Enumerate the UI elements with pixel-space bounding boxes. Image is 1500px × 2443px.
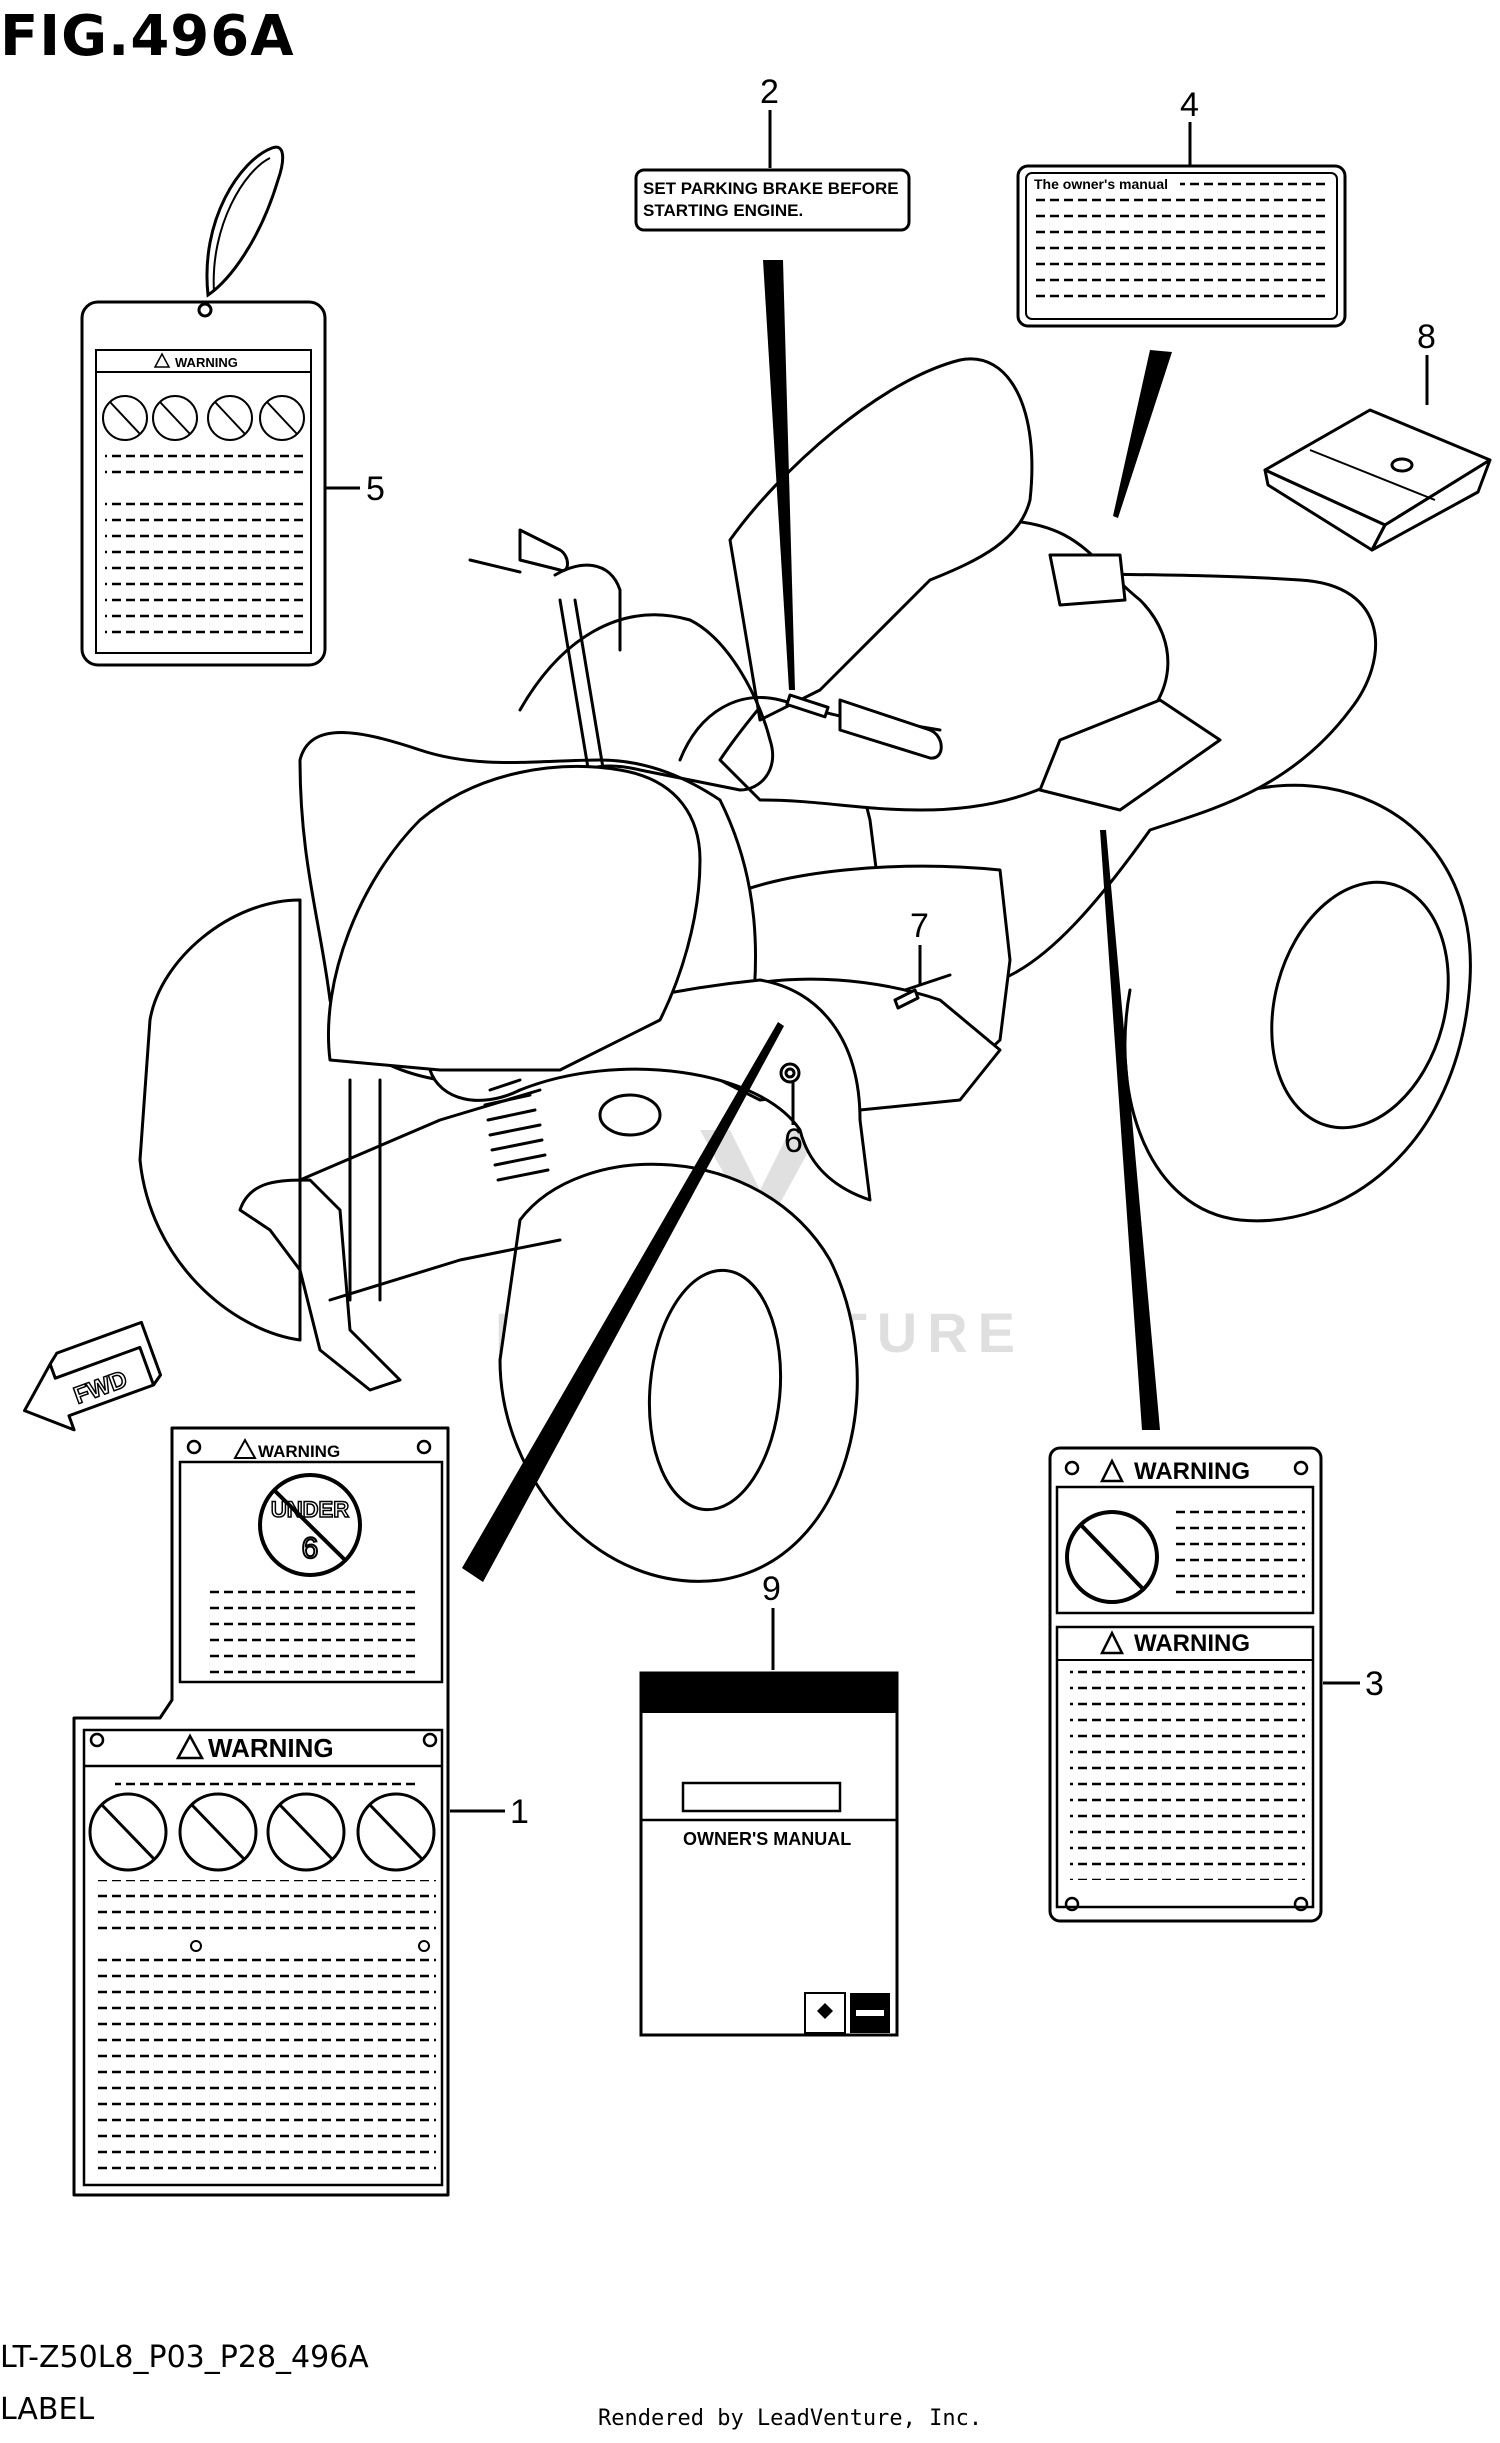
front-shock: [483, 1078, 550, 1182]
parking-brake-line2: STARTING ENGINE.: [643, 201, 803, 220]
parking-brake-label: SET PARKING BRAKE BEFORE STARTING ENGINE…: [634, 168, 911, 232]
front-cowl: [326, 765, 702, 1072]
callout-6: 6: [784, 1122, 803, 1160]
fig-title: FIG.496A: [0, 4, 295, 69]
manual-label: The owner's manual: [1016, 164, 1347, 328]
front-guard: [238, 1178, 402, 1392]
callout-numbers: 1 2 3 4 5 6 7 8 9: [366, 73, 1436, 1831]
callout-8: 8: [1417, 318, 1436, 356]
callout-9: 9: [762, 1570, 781, 1608]
hang-tag: WARNING: [80, 145, 327, 667]
main-warning: WARNING: [208, 1733, 334, 1763]
callout-7: 7: [910, 907, 929, 945]
left-grip: [518, 528, 569, 573]
fender-label-location: [1038, 698, 1222, 812]
rendered-by: Rendered by LeadVenture, Inc.: [598, 2406, 983, 2431]
leader-2: [763, 260, 795, 690]
owners-manual: OWNER'S MANUAL: [639, 1671, 899, 2037]
parking-brake-line1: SET PARKING BRAKE BEFORE: [643, 179, 899, 198]
handlebar: [518, 613, 775, 792]
warning-label-side: WARNING WARNING: [1048, 1446, 1323, 1923]
callout-2: 2: [760, 73, 779, 111]
figure-code: LT-Z50L8_P03_P28_496A: [0, 2340, 369, 2375]
fwd-arrow: FWD: [23, 1320, 163, 1432]
callout-4: 4: [1180, 86, 1199, 124]
leader-lines: [462, 260, 1172, 1582]
leader-1: [462, 1022, 784, 1582]
front-left-wheel: [138, 898, 302, 1342]
right-grip: [838, 698, 943, 760]
seat-label-location: [1048, 553, 1127, 607]
main-top-warning: WARNING: [258, 1442, 340, 1461]
pin-part: [903, 973, 952, 992]
hang-tag-warning: WARNING: [175, 355, 238, 370]
manual-case: [1263, 408, 1492, 552]
leader-3: [1100, 830, 1160, 1430]
leader-4: [1113, 350, 1172, 518]
callout-3: 3: [1365, 1665, 1384, 1703]
under-age: 6: [302, 1532, 319, 1565]
warning-label-main: WARNING UNDER 6 WARNING: [72, 1426, 450, 2197]
atv-illustration: [138, 357, 1472, 1583]
side-warning: WARNING: [1134, 1630, 1250, 1657]
side-top-warning: WARNING: [1134, 1458, 1250, 1485]
callouts: [325, 110, 1429, 1813]
callout-5: 5: [366, 470, 385, 508]
section-label: LABEL: [0, 2392, 95, 2427]
manual-label-heading: The owner's manual: [1034, 176, 1168, 192]
tank-cover: [728, 357, 1034, 722]
callout-1: 1: [510, 1793, 529, 1831]
owners-manual-title: OWNER'S MANUAL: [683, 1829, 851, 1849]
